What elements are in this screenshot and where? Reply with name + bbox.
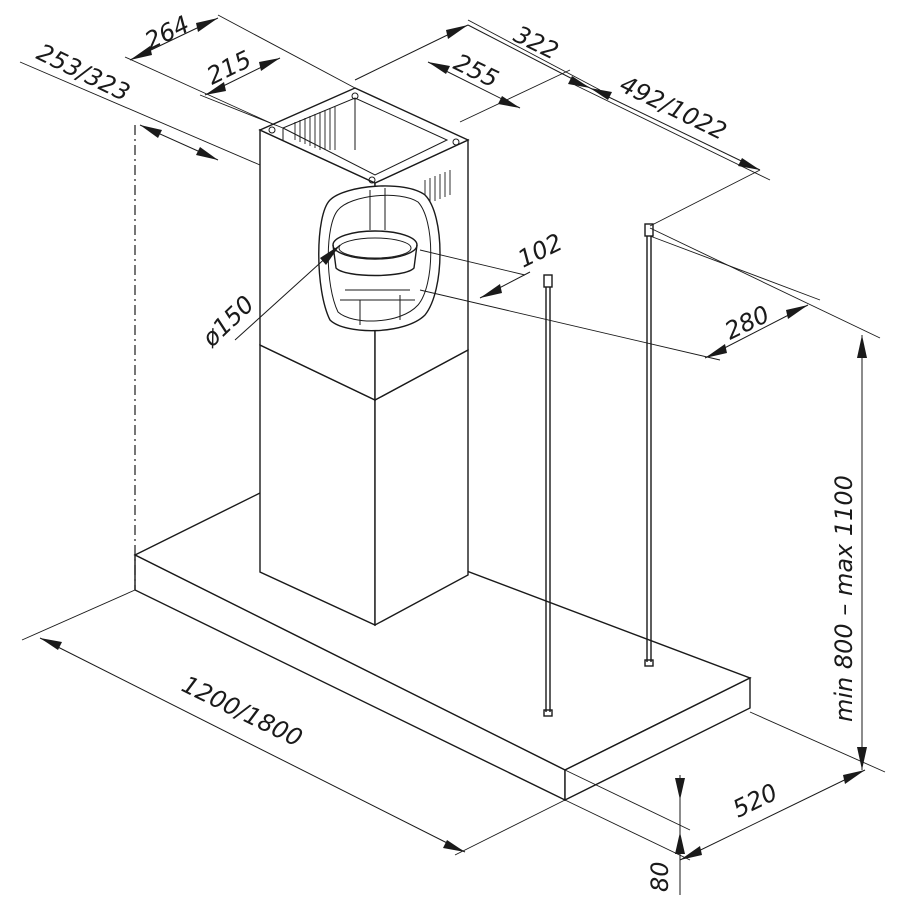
dim-520: 520 bbox=[728, 778, 781, 823]
screw-icon bbox=[368, 176, 376, 184]
canopy-side bbox=[564, 676, 751, 802]
vent-slots-left bbox=[294, 106, 336, 150]
screw-icon bbox=[351, 92, 359, 100]
lower-chimney bbox=[259, 343, 469, 627]
dim-800-1100: min 800 – max 1100 bbox=[830, 475, 858, 722]
upper-chimney-top bbox=[258, 87, 470, 184]
dim-253-323: 253/323 bbox=[32, 38, 134, 107]
rod-front bbox=[543, 274, 553, 717]
dim-264: 264 bbox=[140, 10, 193, 55]
dim-150: ø150 bbox=[196, 290, 260, 353]
dimension-lines bbox=[19, 14, 886, 895]
dim-102: 102 bbox=[513, 228, 566, 273]
arrowheads bbox=[40, 18, 867, 860]
dim-322: 322 bbox=[509, 20, 562, 65]
vent-slots-right bbox=[424, 170, 451, 205]
dim-492-1022: 492/1022 bbox=[615, 70, 731, 146]
dim-280: 280 bbox=[720, 300, 773, 345]
screw-icon bbox=[452, 138, 460, 146]
suspension-rods bbox=[543, 223, 654, 717]
screw-icon bbox=[268, 126, 276, 134]
duct-cutaway bbox=[318, 185, 441, 332]
rod-back bbox=[644, 223, 654, 667]
dim-80: 80 bbox=[646, 861, 674, 892]
dim-255: 255 bbox=[449, 48, 502, 93]
